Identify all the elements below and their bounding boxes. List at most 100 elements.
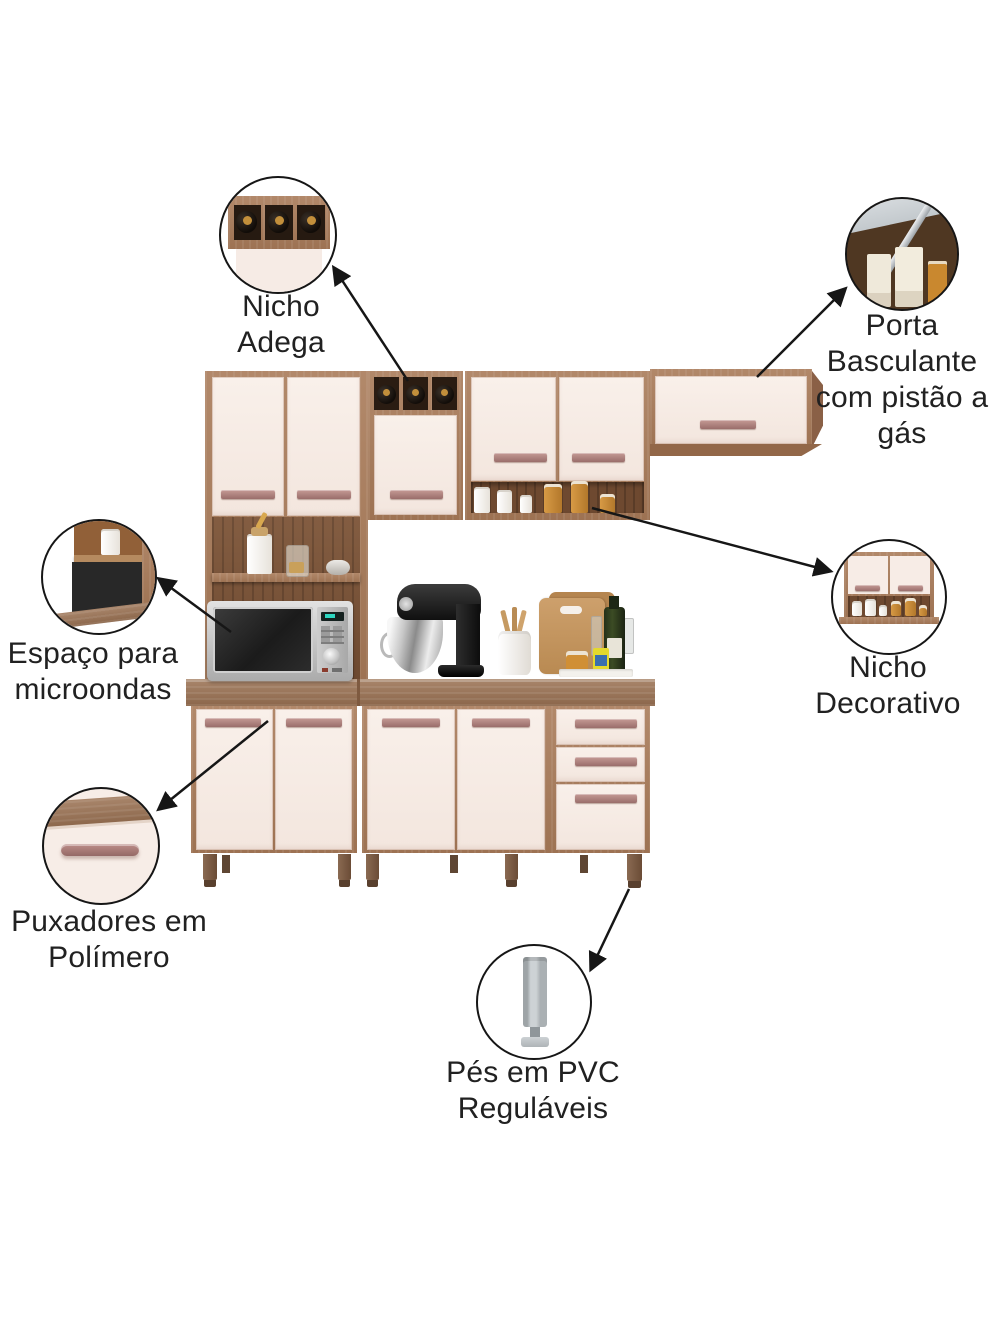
- door-handle: [382, 718, 440, 727]
- label-line: Puxadores em: [11, 905, 207, 938]
- board-handle-slot: [560, 606, 582, 614]
- canister: [520, 495, 532, 513]
- display-digits: [325, 614, 335, 618]
- polymer-handle-icon: [61, 843, 139, 857]
- glass-cruet: [624, 618, 634, 654]
- small-bowl: [326, 560, 350, 575]
- utensil-crock: [498, 631, 531, 675]
- callout-circle-puxadores: [42, 787, 160, 905]
- door-below-rack: [235, 248, 323, 292]
- door-handle: [700, 420, 756, 429]
- glass-jar-content: [289, 562, 304, 573]
- callout-label-pes-pvc: Pés em PVC Reguláveis: [431, 1055, 635, 1127]
- cabinet-leg: [366, 854, 379, 880]
- door-handle: [286, 718, 342, 727]
- yellow-bottle-label: [595, 655, 607, 666]
- leg-foot: [367, 880, 378, 887]
- microwave-button-red: [322, 668, 328, 672]
- callout-label-microondas: Espaço para microondas: [0, 636, 191, 708]
- label-line: com pistão a: [815, 381, 989, 414]
- mini-jar: [865, 599, 876, 617]
- base-door: [367, 709, 455, 850]
- hutch-shelf-board: [212, 573, 360, 582]
- bottle-cap: [441, 389, 448, 396]
- arrow-pes-pvc: [588, 888, 631, 973]
- door-handle: [390, 490, 443, 499]
- amber-jar: [544, 484, 562, 513]
- callout-label-nicho-decorativo: Nicho Decorativo: [786, 650, 990, 722]
- canister: [101, 528, 121, 555]
- bottle-cap: [412, 389, 419, 396]
- leg-foot: [339, 880, 350, 887]
- mixer-bowl: [387, 617, 443, 673]
- microwave-dial: [323, 648, 340, 665]
- mini-jar: [878, 604, 887, 617]
- bottle-cap: [383, 389, 390, 396]
- label-line: Polímero: [48, 941, 170, 974]
- leg-foot: [204, 880, 216, 887]
- canister: [474, 487, 490, 513]
- label-line: Espaço para: [7, 637, 179, 670]
- label-line: Nicho: [242, 290, 320, 323]
- mini-handle: [897, 584, 923, 591]
- callout-label-puxadores: Puxadores em Polímero: [7, 904, 211, 976]
- flip-door-cabinet-side: [812, 371, 823, 448]
- callout-label-porta-basculante: Porta Basculante com pistão a gás: [798, 308, 1000, 452]
- door-handle: [205, 718, 261, 727]
- callout-circle-nicho-decorativo: [831, 539, 947, 655]
- pantry-box: [866, 254, 891, 307]
- pvc-foot-base: [520, 1036, 549, 1047]
- wall-cabinet-door-right: [559, 377, 644, 481]
- back-leg: [222, 855, 230, 873]
- microwave-buttons: [321, 626, 344, 644]
- wine-column-door: [374, 415, 457, 515]
- callout-label-nicho-adega: Nicho Adega: [181, 289, 381, 361]
- cabinet-leg: [505, 854, 518, 880]
- label-line: gás: [877, 417, 927, 450]
- door-handle: [297, 490, 351, 499]
- label-line: Nicho: [849, 651, 927, 684]
- back-leg: [580, 855, 588, 873]
- label-line: Porta: [865, 309, 939, 342]
- bottle-cap: [306, 215, 316, 225]
- wall-cabinet-door-left: [471, 377, 556, 481]
- canister: [497, 490, 512, 513]
- oil-bottle-neck: [609, 596, 619, 609]
- door-handle: [472, 718, 530, 727]
- callout-circle-nicho-adega: [219, 176, 337, 294]
- base-door: [196, 709, 273, 850]
- ceramic-canister: [247, 534, 272, 574]
- callout-circle-microondas: [41, 519, 157, 635]
- bottle-cap: [242, 215, 252, 225]
- mini-jar: [904, 598, 916, 617]
- amber-jar: [928, 260, 948, 307]
- callout-circle-porta-basculante: [845, 197, 959, 311]
- mini-handle: [855, 584, 881, 591]
- leg-foot: [628, 881, 641, 888]
- door-handle: [221, 490, 275, 499]
- door-handle: [572, 453, 625, 462]
- label-line: Adega: [237, 326, 325, 359]
- drawer-handle: [575, 719, 637, 728]
- serving-tray: [559, 669, 633, 677]
- cabinet-leg: [627, 854, 642, 881]
- label-line: Decorativo: [815, 687, 961, 720]
- microwave-button: [332, 668, 342, 672]
- door-handle: [494, 453, 547, 462]
- pantry-box: [895, 247, 923, 307]
- mini-jar: [919, 604, 928, 617]
- base-door: [275, 709, 352, 850]
- cabinet-leg: [338, 854, 351, 880]
- mixer-hub: [399, 597, 413, 611]
- label-line: Basculante: [826, 345, 978, 378]
- mini-bottom-board: [838, 617, 940, 624]
- flip-door: [655, 376, 807, 444]
- oil-bottle-label: [607, 638, 622, 658]
- pvc-foot-stem: [529, 1026, 540, 1037]
- cork-lid: [251, 527, 268, 536]
- label-line: microondas: [14, 673, 172, 706]
- microwave-window: [213, 607, 313, 673]
- pvc-foot-body: [522, 957, 548, 1027]
- drawer-handle: [575, 794, 637, 803]
